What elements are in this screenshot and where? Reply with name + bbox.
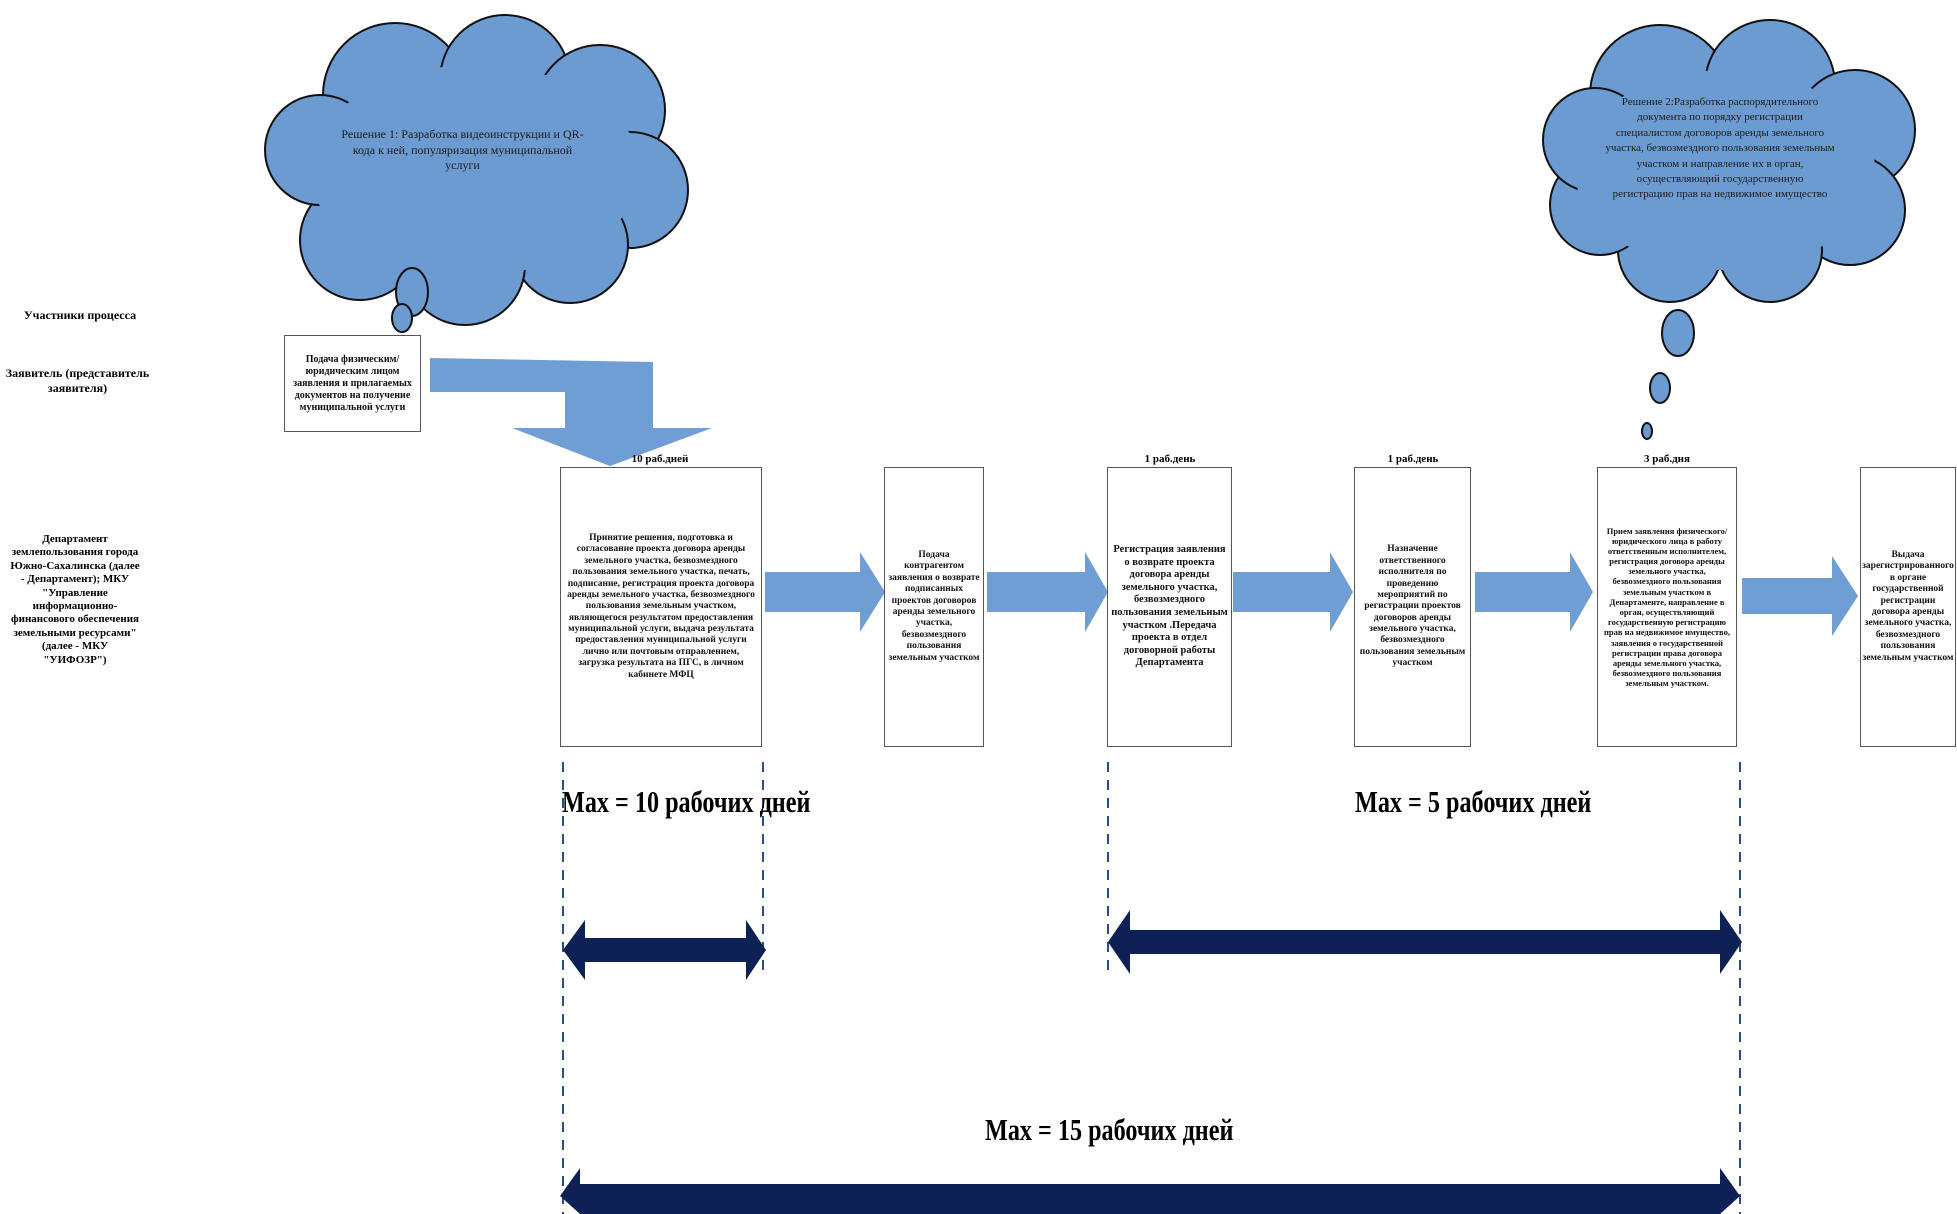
step-start-box: Подача физическим/юридическим лицом заяв… <box>284 335 421 432</box>
total-phase1-label: Max = 10 рабочих дней <box>562 784 811 819</box>
step-5-box: Прием заявления физического/юридического… <box>1597 467 1737 747</box>
duration-step4: 1 раб.день <box>1387 453 1439 465</box>
total-overall-label: Max = 15 рабочих дней <box>985 1112 1234 1147</box>
timeline-arrow-phase1 <box>563 920 766 980</box>
flow-arrow-5 <box>1742 556 1858 636</box>
cloud-2-text: Решение 2:Разработка распорядительного д… <box>1605 96 1835 201</box>
step-1-text: Принятие решения, подготовка и согласова… <box>567 532 755 680</box>
step-start-text: Подача физическим/юридическим лицом заяв… <box>293 353 412 413</box>
step-2-text: Подача контрагентом заявления о возврате… <box>888 550 980 663</box>
dashed-boundaries <box>562 762 1741 1214</box>
bent-arrow-to-step1 <box>430 358 712 466</box>
duration-step1: 10 раб.дней <box>631 453 689 465</box>
duration-step5: 3 раб.дня <box>1644 453 1690 465</box>
cloud-solution-1 <box>264 14 689 326</box>
participant-applicant: Заявитель (представитель заявителя) <box>5 366 150 395</box>
cloud-1-text: Решение 1: Разработка видеоинструкции и … <box>341 127 584 173</box>
cloud-2-bubble-small <box>1641 422 1653 440</box>
cloud-solution-2 <box>1542 19 1916 303</box>
cloud-1-bubble-small <box>391 303 413 333</box>
cloud-2-bubble-medium <box>1649 372 1671 404</box>
step-4-box: Назначение ответственного исполнителя по… <box>1354 467 1471 747</box>
step-1-box: Принятие решения, подготовка и согласова… <box>560 467 762 747</box>
step-3-text: Регистрация заявления о возврате проекта… <box>1111 544 1228 669</box>
total-phase2-label: Max = 5 рабочих дней <box>1355 784 1592 819</box>
step-6-text: Выдача зарегистрированного в органе госу… <box>1862 550 1954 663</box>
step-4-text: Назначение ответственного исполнителя по… <box>1359 544 1466 669</box>
flow-arrow-4 <box>1475 552 1593 632</box>
timeline-arrow-total <box>560 1168 1740 1214</box>
timeline-arrow-phase2 <box>1108 910 1742 974</box>
duration-step3: 1 раб.день <box>1144 453 1196 465</box>
flow-arrow-1 <box>765 552 885 632</box>
cloud-2-bubble-large <box>1661 309 1695 357</box>
step-5-text: Прием заявления физического/юридического… <box>1604 525 1730 689</box>
step-3-box: Регистрация заявления о возврате проекта… <box>1107 467 1232 747</box>
step-2-box: Подача контрагентом заявления о возврате… <box>884 467 984 747</box>
flow-arrow-2 <box>987 552 1108 632</box>
participant-department: Департамент землепользования города Южно… <box>10 533 140 666</box>
flow-arrow-3 <box>1233 552 1353 632</box>
step-6-box: Выдача зарегистрированного в органе госу… <box>1860 467 1956 747</box>
participants-header: Участники процесса <box>23 308 137 322</box>
